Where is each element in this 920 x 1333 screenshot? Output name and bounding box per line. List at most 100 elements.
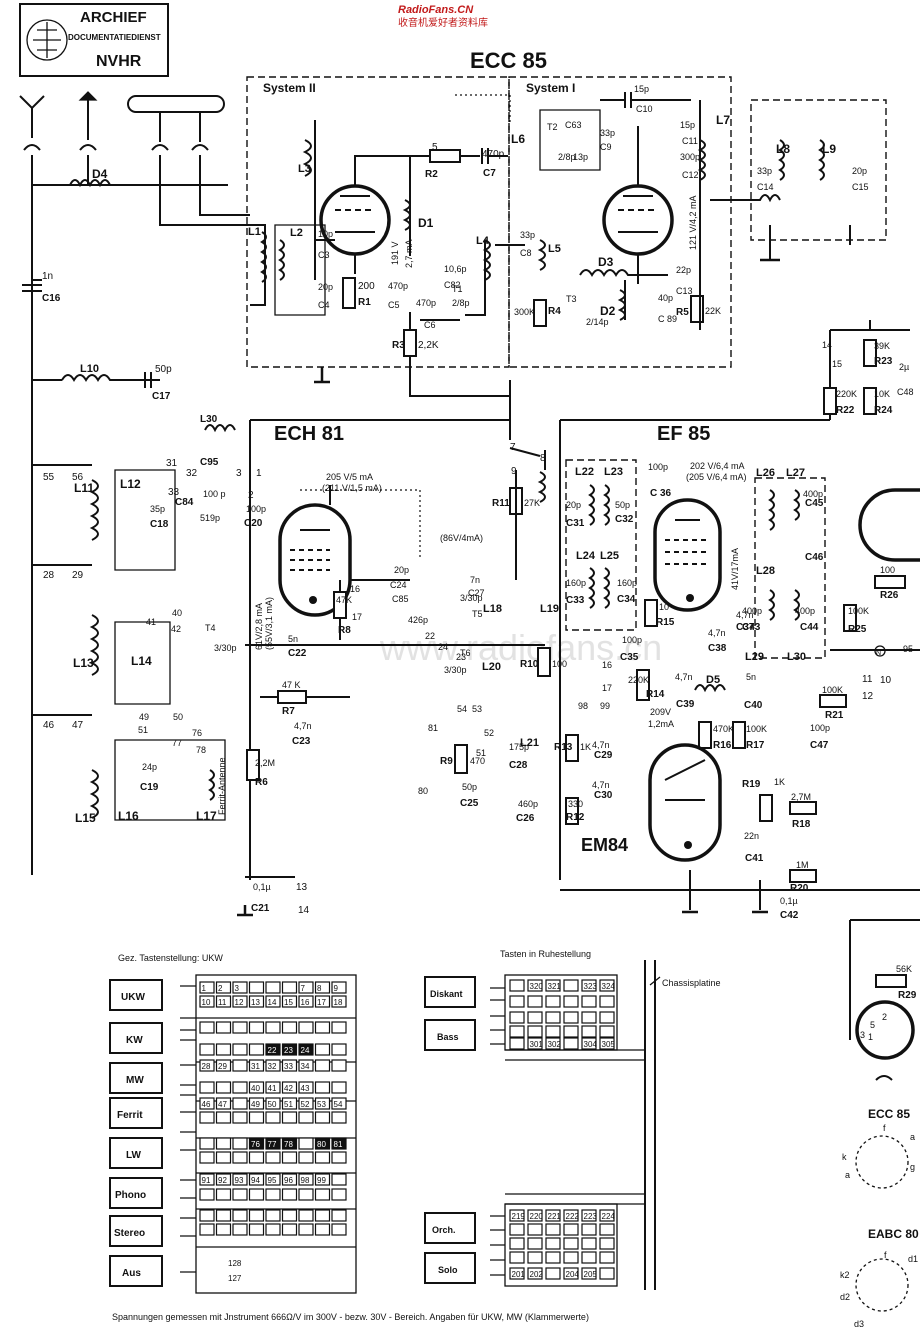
key-contact-number: 53 xyxy=(317,1100,326,1109)
svg-text:14: 14 xyxy=(822,340,832,350)
key-contact-number: 11 xyxy=(218,998,227,1007)
svg-text:470p: 470p xyxy=(416,298,436,308)
contact-box xyxy=(298,1081,314,1094)
right-pinouts: 56K R29 5 2 3 1 ECC 85 f k a a g EABC 80… xyxy=(840,919,920,1329)
contact-box xyxy=(232,1081,248,1094)
key-solo-button[interactable] xyxy=(424,1252,476,1284)
contact-box xyxy=(199,981,215,994)
filter-box xyxy=(750,99,887,241)
svg-text:15: 15 xyxy=(832,359,842,369)
svg-text:R23: R23 xyxy=(874,356,893,367)
key-lw-button[interactable] xyxy=(109,1137,163,1169)
rest-contact-box xyxy=(599,1223,615,1236)
pinout-ecc85-title: ECC 85 xyxy=(868,1107,910,1121)
key-aus-button[interactable] xyxy=(109,1255,163,1287)
key-contact-number: 17 xyxy=(317,998,326,1007)
svg-text:3/30p: 3/30p xyxy=(444,665,467,675)
key-contact-number: 219 xyxy=(512,1212,526,1221)
stamp-line-1: ARCHIEF xyxy=(80,9,147,26)
svg-text:D3: D3 xyxy=(598,255,614,269)
rest-contact-box xyxy=(545,1209,561,1222)
svg-text:L11: L11 xyxy=(74,481,94,495)
contact-box xyxy=(232,1043,248,1056)
key-contact-number: 81 xyxy=(334,1140,343,1149)
key-contact-number: 54 xyxy=(334,1100,343,1109)
key-contact-number: 49 xyxy=(251,1100,260,1109)
contact-box xyxy=(232,995,248,1008)
svg-text:(205 V/6,4 mA): (205 V/6,4 mA) xyxy=(686,472,747,482)
svg-text:L5: L5 xyxy=(548,243,561,255)
key-kw-button[interactable] xyxy=(109,1022,163,1054)
svg-text:C27: C27 xyxy=(468,588,485,598)
svg-text:400p: 400p xyxy=(742,606,762,616)
key-phono-label: Phono xyxy=(115,1190,146,1201)
key-contact-number: 220 xyxy=(530,1212,544,1221)
system-ii-label: System II xyxy=(263,81,316,95)
svg-text:40p: 40p xyxy=(658,293,673,303)
contact-box xyxy=(331,1151,347,1164)
contact-box xyxy=(265,1209,281,1222)
rest-contact-box xyxy=(509,1011,525,1024)
contact-box xyxy=(215,981,232,994)
contact-box xyxy=(265,1043,281,1056)
svg-text:R1: R1 xyxy=(358,297,371,308)
key-contact-number: 301 xyxy=(530,1040,544,1049)
svg-text:16: 16 xyxy=(350,584,360,594)
antenna-inputs: D4 1n C16 L10 50p C17 xyxy=(19,91,250,875)
key-contact-number: 14 xyxy=(268,998,277,1007)
rest-contact-box xyxy=(527,1025,543,1038)
svg-text:L19: L19 xyxy=(540,603,559,615)
key-contact-number: 28 xyxy=(202,1062,211,1071)
svg-text:13: 13 xyxy=(296,882,308,893)
svg-text:C42: C42 xyxy=(780,910,799,921)
key-contact-number: 94 xyxy=(251,1176,260,1185)
rest-contact-box xyxy=(527,979,543,992)
watermark-middle: www.radiofans.cn xyxy=(379,627,662,668)
key-contact-number: 13 xyxy=(251,998,260,1007)
key-contact-number: 3 xyxy=(235,984,240,993)
key-ferrit-button[interactable] xyxy=(109,1097,163,1129)
svg-text:98: 98 xyxy=(578,701,588,711)
key-phono-button[interactable] xyxy=(109,1177,163,1209)
svg-text:C48: C48 xyxy=(897,387,914,397)
key-contact-number: 8 xyxy=(317,984,322,993)
voltage-ech81-a: 205 V/5 mA xyxy=(326,472,373,482)
svg-text:C26: C26 xyxy=(516,813,535,824)
svg-text:100K: 100K xyxy=(848,606,869,616)
key-diskant-button[interactable] xyxy=(424,976,476,1008)
tube-title-ef85: EF 85 xyxy=(657,423,710,445)
svg-text:175p: 175p xyxy=(509,742,529,752)
svg-text:R22: R22 xyxy=(836,405,855,416)
contact-box xyxy=(232,1059,248,1072)
rest-contact-box xyxy=(509,1025,525,1038)
svg-text:L21: L21 xyxy=(520,737,539,749)
svg-text:51: 51 xyxy=(476,748,486,758)
svg-text:C35: C35 xyxy=(620,652,639,663)
contact-box xyxy=(314,1059,331,1072)
stamp-line-3: NVHR xyxy=(96,53,142,70)
rest-contact-box xyxy=(509,1237,525,1250)
rest-contact-box xyxy=(581,1251,597,1264)
svg-text:5n: 5n xyxy=(746,672,756,682)
rest-contact-box xyxy=(563,1223,579,1236)
rest-contact-box xyxy=(527,1209,543,1222)
svg-text:R24: R24 xyxy=(874,405,893,416)
key-orch-button[interactable] xyxy=(424,1212,476,1244)
key-contact-number: 77 xyxy=(268,1140,277,1149)
contact-box xyxy=(199,1173,215,1186)
svg-text:L13: L13 xyxy=(73,656,94,670)
rest-contact-box xyxy=(563,1025,579,1038)
svg-text:3/30p: 3/30p xyxy=(460,593,483,603)
key-stereo-button[interactable] xyxy=(109,1215,163,1247)
key-bass-button[interactable] xyxy=(424,1019,476,1051)
svg-text:470K: 470K xyxy=(713,724,734,734)
contact-box xyxy=(265,995,281,1008)
svg-text:1: 1 xyxy=(868,1032,873,1042)
svg-text:5n: 5n xyxy=(288,634,298,644)
svg-text:C41: C41 xyxy=(745,853,764,864)
svg-text:7: 7 xyxy=(510,442,516,453)
key-mw-button[interactable] xyxy=(109,1062,163,1094)
key-ukw-button[interactable] xyxy=(109,979,163,1011)
contact-box xyxy=(232,1111,248,1124)
